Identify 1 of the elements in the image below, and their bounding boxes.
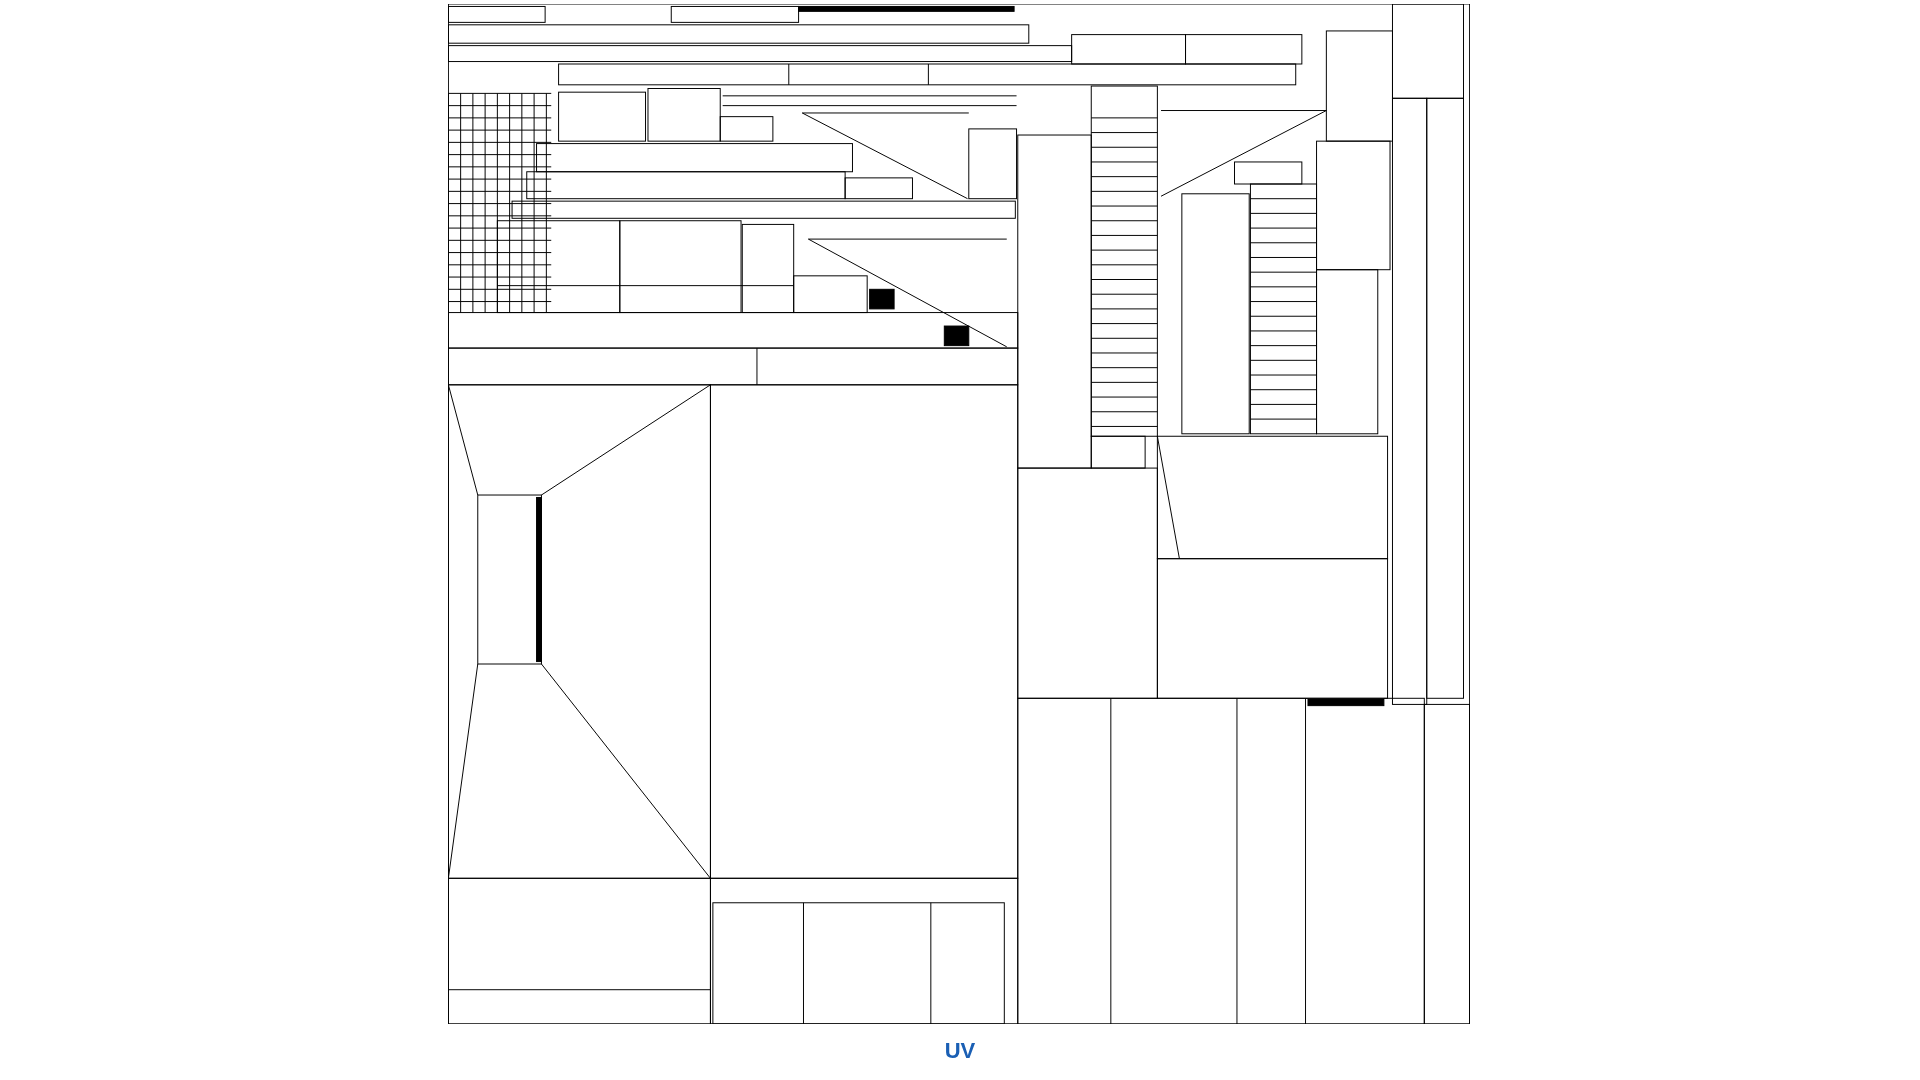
caption: UV (944, 1037, 976, 1065)
